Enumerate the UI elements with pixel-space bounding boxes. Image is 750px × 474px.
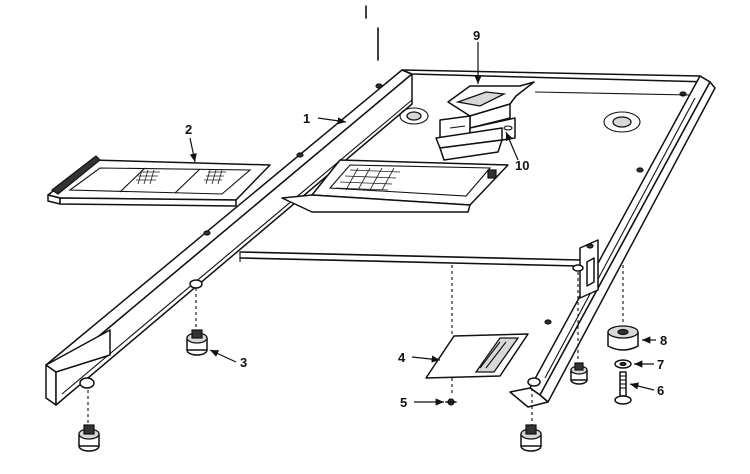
- callout-3: 3: [240, 355, 247, 370]
- part-4-cover-plate: [425, 265, 529, 396]
- part-8-bushing: [607, 265, 639, 351]
- callout-4: 4: [398, 350, 406, 365]
- callout-9: 9: [473, 28, 480, 43]
- front-left-foot: [78, 390, 100, 452]
- part-5-screw: [445, 398, 457, 406]
- callout-7: 7: [657, 357, 664, 372]
- base-frame: [45, 69, 716, 408]
- front-right-foot: [520, 388, 542, 452]
- part-7-washer: [614, 359, 632, 369]
- callout-8: 8: [660, 333, 667, 348]
- rear-right-foot: [570, 272, 588, 385]
- callout-6: 6: [657, 383, 664, 398]
- callout-1: 1: [303, 111, 310, 126]
- callout-labels: 1 2 3 4 5 6 7 8 9 10: [185, 28, 667, 410]
- part-3-foot: [186, 288, 208, 356]
- callout-2: 2: [185, 122, 192, 137]
- part-6-leveling-bolt: [614, 371, 632, 405]
- reference-tick: [365, 5, 379, 61]
- part-10-clip: [435, 125, 513, 161]
- leader-lines: [189, 42, 656, 406]
- callout-10: 10: [515, 158, 529, 173]
- callout-5: 5: [400, 395, 407, 410]
- part-2-filter-tray: [47, 155, 271, 207]
- center-filter-tray: [281, 159, 509, 213]
